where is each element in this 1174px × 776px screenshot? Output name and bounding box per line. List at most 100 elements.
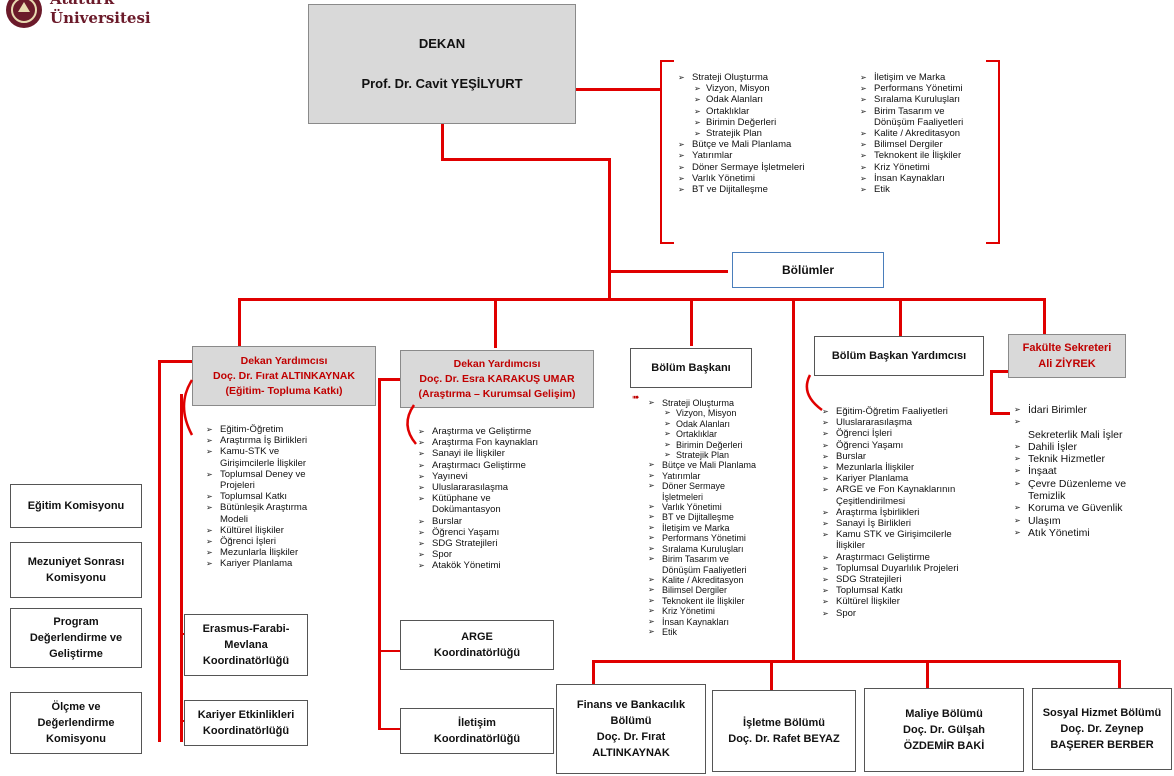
komisyon-label: Eğitim Komisyonu: [27, 500, 125, 512]
list-item: Sıralama Kuruluşları: [648, 544, 788, 555]
koord-label: Koordinatörlüğü: [433, 733, 521, 745]
dept-head: Doç. Dr. Rafet BEYAZ: [728, 733, 840, 745]
dept-head: ÖZDEMİR BAKİ: [903, 740, 985, 752]
connector: [378, 378, 400, 381]
koord-label: ARGE: [461, 631, 493, 643]
dept-head: Doç. Dr. Zeynep: [1060, 723, 1144, 735]
list-item: Strateji Oluşturma: [648, 398, 788, 409]
list-item: Kriz Yönetimi: [860, 162, 990, 173]
komisyon-box-2: Mezuniyet Sonrası Komisyonu: [10, 542, 142, 598]
dept-name: Maliye Bölümü: [905, 708, 983, 720]
list-item: Strateji Oluşturma: [678, 72, 848, 83]
list-item: Varlık Yönetimi: [678, 173, 848, 184]
bolum-baskani-list: Strateji OluşturmaVizyon, MisyonOdak Ala…: [648, 398, 788, 638]
list-item: Yatırımlar: [678, 150, 848, 161]
list-item: Bütçe ve Mali Planlama: [648, 460, 788, 471]
list-item: Araştırmacı Geliştirme: [418, 460, 588, 471]
list-item: Vizyon, Misyon: [648, 408, 788, 419]
dekan-title: DEKAN: [418, 36, 466, 51]
list-item: BT ve Dijitalleşme: [648, 512, 788, 523]
list-item: Spor: [418, 549, 588, 560]
komisyon-label: Değerlendirme: [37, 717, 115, 729]
dept-name: Finans ve Bankacılık: [576, 699, 686, 711]
list-item: Birim Tasarım ve: [860, 106, 990, 117]
list-item: Öğrenci Yaşamı: [418, 527, 588, 538]
list-item: Kültürel İlişkiler: [822, 596, 1012, 607]
list-item: Kariyer Planlama: [206, 558, 376, 569]
connector: [238, 298, 1046, 301]
list-item: İşletmeleri: [662, 491, 704, 502]
list-item: İletişim ve Marka: [648, 523, 788, 534]
list-item: Toplumsal Katkı: [206, 491, 376, 502]
list-item: Araştırma İşbirlikleri: [822, 507, 1012, 518]
list-item: Sıralama Kuruluşları: [860, 94, 990, 105]
dept-head: Doç. Dr. Fırat: [596, 731, 666, 743]
dept-name: Sosyal Hizmet Bölümü: [1042, 707, 1162, 719]
list-item: Vizyon, Misyon: [678, 83, 848, 94]
list-item: İdari Birimler: [1014, 404, 1174, 417]
list-item: Birim Tasarım ve: [648, 554, 788, 565]
dy2-list: Araştırma ve GeliştirmeAraştırma Fon kay…: [418, 426, 588, 572]
list-item: SDG Stratejileri: [418, 538, 588, 549]
list-item: Odak Alanları: [678, 94, 848, 105]
list-item: Uluslararasılaşma: [418, 482, 588, 493]
list-item: Koruma ve Güvenlik: [1014, 502, 1174, 515]
logo-text-line1: Atatürk: [50, 0, 114, 8]
list-item: Öğrenci İşleri: [206, 536, 376, 547]
koord-label: Mevlana: [224, 639, 268, 651]
list-item: Stratejik Plan: [648, 450, 788, 461]
list-item: Atakök Yönetimi: [418, 560, 588, 571]
maliye-bolumu-box: Maliye Bölümü Doç. Dr. Gülşah ÖZDEMİR BA…: [864, 688, 1024, 772]
bby-title: Bölüm Başkan Yardımcısı: [831, 350, 967, 362]
university-seal-icon: [6, 0, 42, 28]
dy1-title: Dekan Yardımcısı: [240, 354, 328, 367]
fakulte-sekreteri-box: Fakülte Sekreteri Ali ZİYREK: [1008, 334, 1126, 378]
list-item: Mezunlarla İlişkiler: [206, 547, 376, 558]
list-item: Kalite / Akreditasyon: [860, 128, 990, 139]
dy2-arc-connector: [406, 404, 417, 445]
list-item: Öğrenci Yaşamı: [822, 440, 1012, 451]
list-item: Temizlik: [1028, 490, 1066, 503]
connector: [990, 370, 993, 414]
fs-title: Fakülte Sekreteri: [1022, 342, 1112, 354]
connector: [926, 660, 929, 688]
list-item: Performans Yönetimi: [860, 83, 990, 94]
dekan-list-right: İletişim ve MarkaPerformans YönetimiSıra…: [860, 72, 990, 195]
arge-koordinatorluk-box: ARGE Koordinatörlüğü: [400, 620, 554, 670]
list-item: Çeşitlendirilmesi: [836, 495, 906, 507]
list-item: Sanayi ile İlişkiler: [418, 448, 588, 459]
connector: [792, 298, 795, 663]
fs-list: İdari Birimler Sekreterlik Mali İşlerDah…: [1014, 404, 1174, 540]
dept-head: Doç. Dr. Gülşah: [903, 724, 985, 736]
list-item: Öğrenci İşleri: [822, 428, 1012, 439]
connector: [608, 160, 611, 300]
connector: [441, 158, 611, 161]
list-item: İletişim ve Marka: [860, 72, 990, 83]
list-item: Dokümantasyon: [432, 504, 501, 516]
bb-arrow-icon: ➠: [632, 392, 640, 402]
connector: [592, 660, 595, 684]
connector: [1043, 298, 1046, 334]
komisyon-box-1: Eğitim Komisyonu: [10, 484, 142, 528]
komisyon-label: Mezuniyet Sonrası: [27, 556, 125, 568]
list-item: Teknik Hizmetler: [1014, 453, 1174, 466]
list-item: Araştırma ve Geliştirme: [418, 426, 588, 437]
list-item: Girişimcilerle İlişkiler: [220, 457, 307, 469]
list-item: Yayınevi: [418, 471, 588, 482]
bolum-baskani-box: Bölüm Başkanı: [630, 348, 752, 388]
dy2-title: Dekan Yardımcısı: [453, 357, 541, 370]
dept-head: ALTINKAYNAK: [592, 747, 670, 759]
list-item: Sanayi İş Birlikleri: [822, 518, 1012, 529]
list-item: SDG Stratejileri: [822, 574, 1012, 585]
connector: [592, 660, 1121, 663]
list-item: Burslar: [822, 451, 1012, 462]
list-item: Kamu STK ve Girişimcilerle: [822, 529, 1012, 540]
list-item: İnşaat: [1014, 465, 1174, 478]
list-item: Toplumsal Katkı: [822, 585, 1012, 596]
list-item: Varlık Yönetimi: [648, 502, 788, 513]
list-item: Birimin Değerleri: [648, 440, 788, 451]
list-item: Uluslararasılaşma: [822, 417, 1012, 428]
dekan-list-left: Strateji OluşturmaVizyon, MisyonOdak Ala…: [678, 72, 848, 195]
list-item: Araştırma İş Birlikleri: [206, 435, 376, 446]
connector: [378, 378, 381, 730]
